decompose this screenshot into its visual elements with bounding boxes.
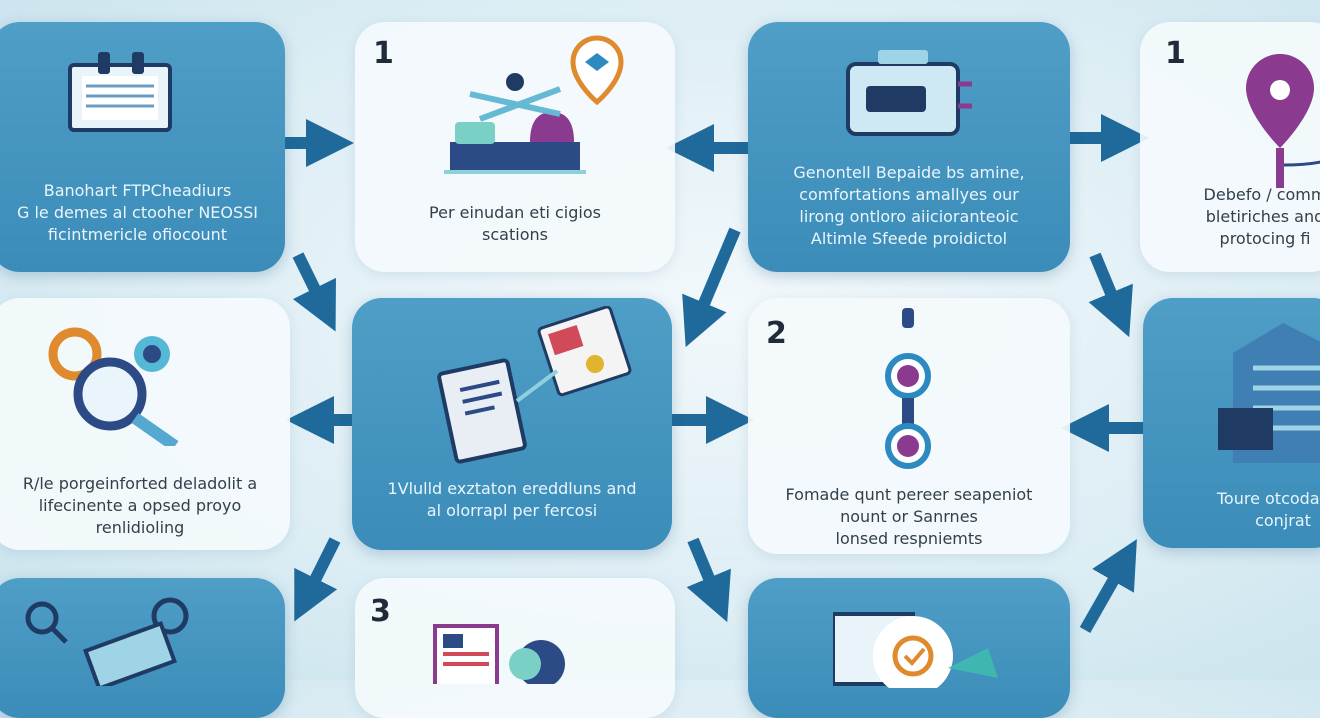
process-chain-icon — [885, 308, 931, 469]
card-i — [0, 578, 285, 718]
card-f: 1Vlulld exztaton ereddluns and al olorra… — [352, 298, 672, 550]
device-icon — [846, 50, 972, 136]
card-j: 3 — [355, 578, 675, 718]
search-ticket-icon — [25, 597, 189, 686]
flag-document-icon — [433, 624, 565, 684]
flow-arrows — [285, 114, 1149, 633]
arrow-a-to-f — [292, 252, 336, 332]
card-d-text: Debefo / comm bletiriches and protocing … — [1203, 185, 1320, 248]
card-a-text: Banohart FTPCheadiurs G le demes al ctoo… — [16, 181, 259, 244]
card-c: Genontell Bepaide bs amine, comfortation… — [748, 22, 1070, 272]
step-number: 2 — [766, 316, 787, 351]
card-k — [748, 578, 1070, 718]
step-number: 1 — [373, 36, 394, 71]
checkmark-monitor-icon — [833, 612, 998, 688]
card-e: R/le porgeinforted deladolit a lifecinen… — [0, 298, 290, 550]
card-f-text: 1Vlulld exztaton ereddluns and al olorra… — [387, 479, 637, 520]
step-number: 1 — [1165, 36, 1186, 71]
arrow-c-to-f — [682, 227, 741, 348]
laboratory-location-icon — [444, 35, 624, 174]
card-c-text: Genontell Bepaide bs amine, comfortation… — [793, 163, 1025, 248]
step-number: 3 — [370, 594, 391, 629]
location-pin-icon — [1246, 54, 1320, 188]
magnifier-gears-icon — [48, 327, 179, 446]
card-h-text: Toure otcodal de conjrat — [1216, 489, 1320, 530]
arrow-d-to-h — [1088, 252, 1133, 338]
documents-icon — [437, 306, 632, 464]
card-e-text: R/le porgeinforted deladolit a lifecinen… — [22, 474, 258, 537]
arrow-g-to-k — [686, 537, 731, 623]
card-a: Banohart FTPCheadiurs G le demes al ctoo… — [0, 22, 285, 272]
card-d: 1 Debefo / comm bletiriches and protocin… — [1140, 22, 1320, 272]
card-h: Toure otcodal de conjrat — [1143, 298, 1320, 548]
card-b: 1 Per einudan eti cigios scations — [355, 22, 675, 272]
card-g: 2 Fomade qunt pereer seapeniot nount or … — [748, 298, 1070, 554]
arrow-k-to-h — [1079, 539, 1137, 633]
calendar-document-icon — [68, 52, 172, 132]
arrow-f-to-i — [294, 537, 341, 622]
card-g-text: Fomade qunt pereer seapeniot nount or Sa… — [785, 485, 1033, 548]
card-b-text: Per einudan eti cigios scations — [429, 203, 601, 244]
building-icon — [1218, 323, 1320, 463]
